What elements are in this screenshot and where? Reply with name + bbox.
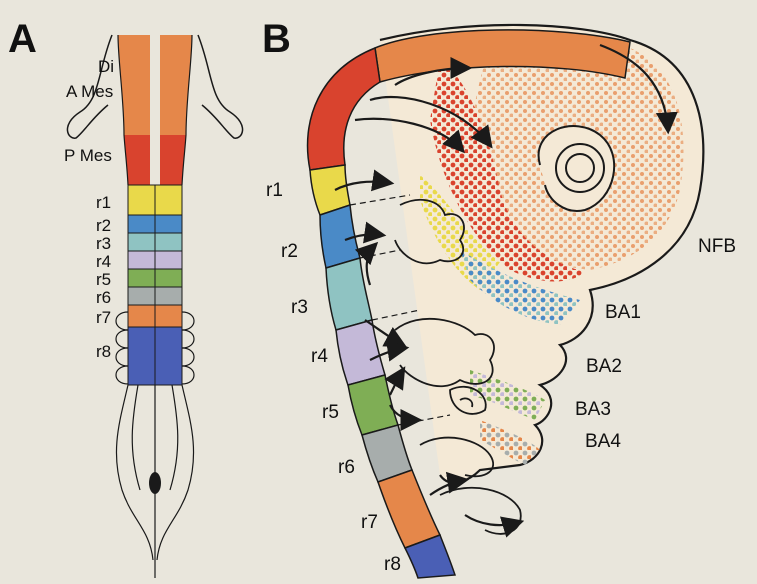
label-b-r1: r1: [266, 180, 283, 201]
node: [149, 472, 161, 494]
panel-a: A: [8, 17, 243, 578]
label-a-mes: A Mes: [66, 82, 113, 101]
left-neural-tube-orange: [118, 35, 150, 135]
right-neural-tube-orange: [160, 35, 192, 135]
label-ba4: BA4: [585, 431, 621, 452]
label-r7: r7: [96, 308, 111, 327]
lens: [556, 144, 604, 192]
label-r8: r8: [96, 342, 111, 361]
label-r6: r6: [96, 288, 111, 307]
tube-r7: [378, 470, 440, 548]
arrow-7: [367, 245, 375, 285]
arrow-13: [465, 515, 520, 525]
panel-a-label: A: [8, 17, 37, 61]
label-r3: r3: [96, 234, 111, 253]
label-r1: r1: [96, 193, 111, 212]
tube-r3: [326, 258, 372, 330]
arrow-10: [390, 370, 403, 395]
label-r2: r2: [96, 216, 111, 235]
label-nfb: NFB: [698, 236, 736, 257]
label-r5: r5: [96, 270, 111, 289]
label-b-r2: r2: [281, 241, 298, 262]
label-b-r8: r8: [384, 554, 401, 575]
label-b-r3: r3: [291, 297, 308, 318]
hindbrain-segments: [128, 185, 182, 385]
label-p-mes: P Mes: [64, 146, 112, 165]
panel-b-label: B: [262, 17, 291, 61]
label-b-r4: r4: [311, 346, 328, 367]
label-ba1: BA1: [605, 302, 641, 323]
label-b-r6: r6: [338, 457, 355, 478]
label-ba2: BA2: [586, 356, 622, 377]
label-r4: r4: [96, 252, 111, 271]
label-b-r5: r5: [322, 402, 339, 423]
label-b-r7: r7: [361, 512, 378, 533]
label-ba3: BA3: [575, 399, 611, 420]
panel-b: B: [262, 17, 736, 578]
tube-midbrain-red: [308, 48, 380, 170]
label-di: Di: [98, 57, 114, 76]
